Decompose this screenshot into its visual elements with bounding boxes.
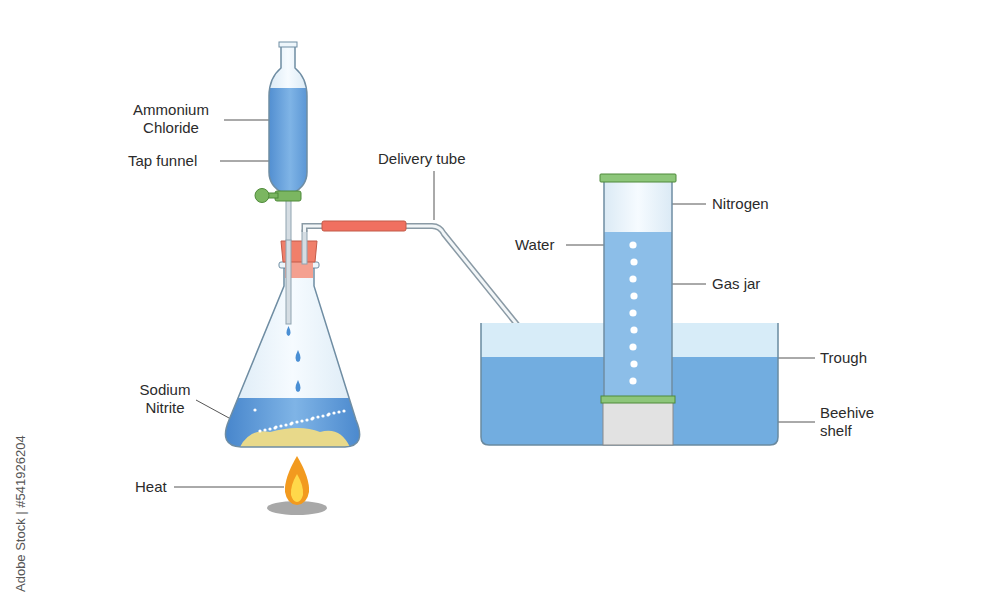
- bubble: [295, 420, 298, 423]
- bubble: [253, 408, 256, 411]
- bubble: [629, 309, 636, 316]
- bubble: [630, 258, 637, 265]
- bubble: [284, 423, 287, 426]
- bubble: [305, 418, 308, 421]
- bubble: [630, 292, 637, 299]
- part-label: Tap funnel: [128, 152, 218, 170]
- part-label: Gas jar: [712, 275, 792, 293]
- bubble: [273, 426, 276, 429]
- part-label: Nitrogen: [712, 195, 802, 213]
- part-label: Sodium Nitrite: [132, 381, 198, 417]
- bubble: [263, 428, 266, 431]
- bubble: [289, 422, 292, 425]
- part-label: Trough: [820, 349, 900, 367]
- bubble: [321, 414, 324, 417]
- bubble: [279, 424, 282, 427]
- part-label: Heat: [135, 478, 175, 496]
- bubble: [332, 411, 335, 414]
- bubble: [310, 417, 313, 420]
- bubble: [629, 241, 636, 248]
- bubble: [327, 412, 330, 415]
- bubble: [630, 360, 637, 367]
- bubble: [629, 275, 636, 282]
- bubble: [258, 429, 261, 432]
- bubble: [316, 415, 319, 418]
- bubble: [629, 343, 636, 350]
- part-label: Water: [515, 236, 565, 254]
- part-label: Ammonium Chloride: [120, 101, 222, 137]
- bubble: [290, 421, 293, 424]
- bubble: [300, 419, 303, 422]
- bubble: [326, 413, 329, 416]
- bubble: [629, 377, 636, 384]
- bubble: [337, 410, 340, 413]
- bubble: [268, 427, 271, 430]
- burner-flame: [267, 456, 327, 515]
- bubble: [342, 409, 345, 412]
- watermark: Adobe Stock | #541926204: [12, 435, 30, 592]
- beehive-shelf: [601, 396, 675, 445]
- gas-jar: [600, 174, 676, 399]
- bubble: [630, 326, 637, 333]
- part-label: Delivery tube: [378, 150, 488, 168]
- bubble: [311, 416, 314, 419]
- part-label: Beehive shelf: [820, 404, 888, 440]
- conical-flask: [215, 230, 375, 450]
- bubble: [274, 425, 277, 428]
